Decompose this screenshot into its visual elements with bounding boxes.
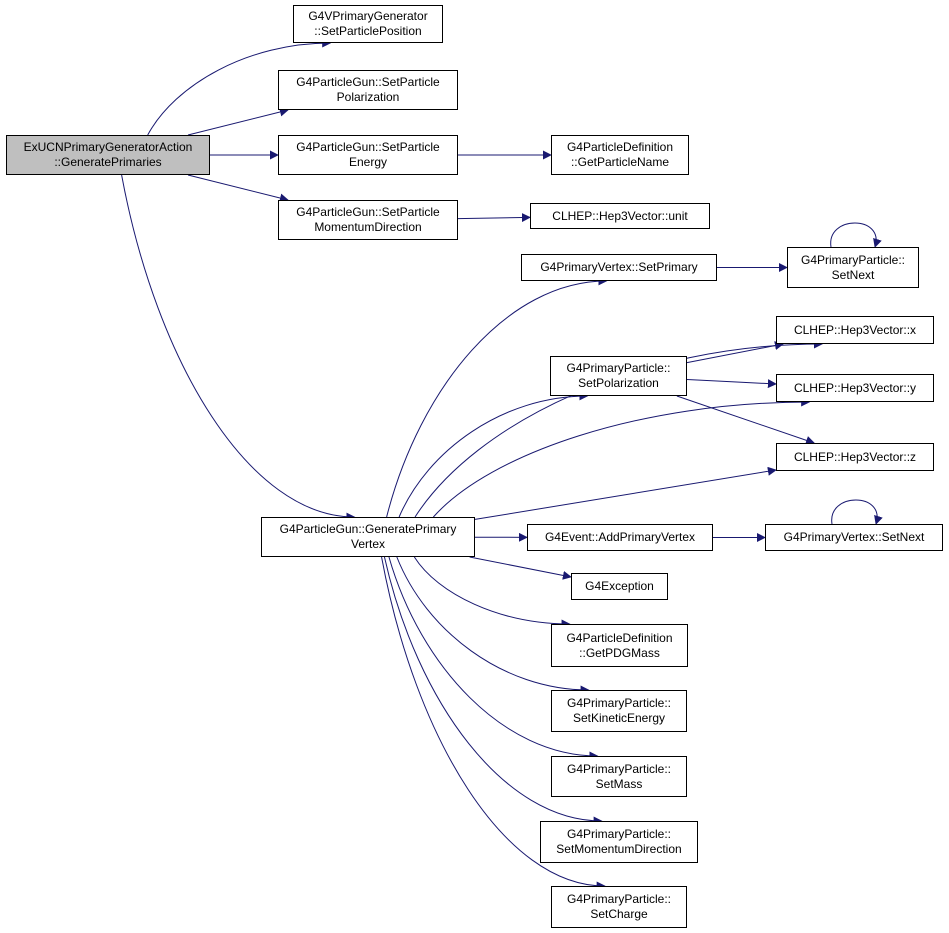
node-event-add-primary-vertex[interactable]: G4Event::AddPrimaryVertex bbox=[527, 524, 713, 551]
node-label-line2: SetMass bbox=[595, 776, 643, 791]
node-hep3vector-y[interactable]: CLHEP::Hep3Vector::y bbox=[776, 374, 934, 402]
node-label-line2: SetNext bbox=[831, 267, 875, 282]
node-set-particle-position[interactable]: G4VPrimaryGenerator ::SetParticlePositio… bbox=[293, 5, 443, 43]
node-label-line1: CLHEP::Hep3Vector::z bbox=[793, 449, 917, 464]
call-edge-genvertex-to-hy bbox=[432, 397, 811, 518]
node-label-line1: G4ParticleGun::GeneratePrimary bbox=[279, 522, 457, 536]
node-label-line1: G4VPrimaryGenerator bbox=[308, 9, 428, 23]
call-edge-genvertex-to-pdgmass bbox=[413, 556, 571, 629]
call-edge-root-to-genvertex bbox=[121, 174, 356, 522]
node-primary-particle-set-mass[interactable]: G4PrimaryParticle:: SetMass bbox=[551, 756, 687, 797]
call-edge-root-to-setpos bbox=[147, 38, 332, 136]
node-label-line1: G4ParticleGun::SetParticle bbox=[296, 205, 440, 219]
node-primary-particle-set-next[interactable]: G4PrimaryParticle:: SetNext bbox=[787, 247, 919, 288]
node-label-line2: ::GetPDGMass bbox=[579, 645, 660, 660]
node-label-line1: G4PrimaryParticle:: bbox=[800, 252, 906, 267]
node-label-line1: G4ParticleGun::SetParticle bbox=[296, 140, 440, 154]
node-label-line1: G4PrimaryParticle:: bbox=[566, 761, 672, 776]
node-label-line2: ::GeneratePrimaries bbox=[54, 155, 162, 169]
node-label-line2: Energy bbox=[348, 155, 388, 169]
node-label-line1: G4PrimaryVertex::SetNext bbox=[783, 530, 925, 544]
node-primary-vertex-set-primary[interactable]: G4PrimaryVertex::SetPrimary bbox=[521, 254, 717, 281]
node-label-line1: G4ParticleGun::SetParticle bbox=[296, 75, 440, 89]
node-hep3vector-z[interactable]: CLHEP::Hep3Vector::z bbox=[776, 443, 934, 471]
call-edge-genvertex-to-ppsetcharge bbox=[381, 556, 606, 891]
call-edge-genvertex-to-ppsetmomdir bbox=[383, 556, 603, 826]
call-edge-pvsetnext-to-pvsetnext bbox=[831, 499, 883, 525]
call-edge-genvertex-to-hz bbox=[474, 466, 777, 520]
node-generate-primary-vertex[interactable]: G4ParticleGun::GeneratePrimary Vertex bbox=[261, 517, 475, 557]
node-label-line1: CLHEP::Hep3Vector::y bbox=[793, 380, 917, 395]
node-set-particle-energy[interactable]: G4ParticleGun::SetParticle Energy bbox=[278, 135, 458, 175]
node-label-line1: G4PrimaryParticle:: bbox=[566, 827, 672, 841]
node-get-pdg-mass[interactable]: G4ParticleDefinition ::GetPDGMass bbox=[551, 624, 688, 667]
call-edge-genvertex-to-ppsetkin bbox=[396, 556, 590, 695]
node-primary-particle-set-charge[interactable]: G4PrimaryParticle:: SetCharge bbox=[551, 886, 687, 928]
node-get-particle-name[interactable]: G4ParticleDefinition ::GetParticleName bbox=[551, 135, 689, 175]
node-exucn-generate-primaries: ExUCNPrimaryGeneratorAction ::GeneratePr… bbox=[6, 135, 210, 175]
node-label-line2: SetMomentumDirection bbox=[556, 842, 682, 856]
call-edge-ppsetpol-to-hx bbox=[686, 341, 784, 364]
node-label-line2: Polarization bbox=[336, 90, 400, 104]
node-label-line1: G4PrimaryParticle:: bbox=[566, 892, 672, 906]
node-label-line2: ::GetParticleName bbox=[570, 155, 670, 169]
node-label-line1: G4PrimaryParticle:: bbox=[566, 696, 672, 710]
call-edge-genvertex-to-ppsetpol bbox=[398, 391, 589, 518]
node-g4exception[interactable]: G4Exception bbox=[571, 573, 668, 600]
call-edge-genvertex-to-exception bbox=[469, 556, 572, 580]
node-label-line2: SetKineticEnergy bbox=[572, 711, 666, 725]
node-label-line2: ::SetParticlePosition bbox=[314, 24, 422, 38]
node-label-line2: Vertex bbox=[350, 537, 386, 551]
node-label-line2: SetCharge bbox=[590, 907, 648, 921]
node-label-line1: G4PrimaryVertex::SetPrimary bbox=[540, 260, 698, 274]
node-label-line1: ExUCNPrimaryGeneratorAction bbox=[23, 140, 193, 154]
node-primary-particle-set-kinetic-energy[interactable]: G4PrimaryParticle:: SetKineticEnergy bbox=[551, 690, 687, 732]
node-primary-particle-set-polarization[interactable]: G4PrimaryParticle:: SetPolarization bbox=[550, 356, 687, 396]
node-hep3vector-unit[interactable]: CLHEP::Hep3Vector::unit bbox=[530, 203, 710, 229]
node-label-line1: G4ParticleDefinition bbox=[566, 630, 673, 645]
call-edge-root-to-setmomdir bbox=[187, 174, 289, 203]
call-edge-ppsetpol-to-hy bbox=[686, 378, 777, 389]
node-primary-particle-set-momentum-direction[interactable]: G4PrimaryParticle:: SetMomentumDirection bbox=[540, 821, 698, 863]
call-edge-root-to-setpol bbox=[187, 107, 289, 136]
node-primary-vertex-set-next[interactable]: G4PrimaryVertex::SetNext bbox=[765, 524, 943, 551]
node-label-line2: SetPolarization bbox=[578, 376, 659, 390]
call-edge-setmomdir-to-unit bbox=[457, 213, 531, 223]
node-label-line1: CLHEP::Hep3Vector::unit bbox=[552, 208, 688, 223]
node-hep3vector-x[interactable]: CLHEP::Hep3Vector::x bbox=[776, 316, 934, 344]
node-label-line1: CLHEP::Hep3Vector::x bbox=[793, 322, 917, 337]
call-edge-genvertex-to-setprimary bbox=[386, 276, 608, 518]
node-label-line1: G4Event::AddPrimaryVertex bbox=[544, 530, 696, 544]
node-set-particle-momentum-direction[interactable]: G4ParticleGun::SetParticle MomentumDirec… bbox=[278, 200, 458, 240]
call-edge-genvertex-to-ppsetmass bbox=[388, 556, 599, 761]
node-label-line1: G4Exception bbox=[585, 579, 654, 593]
node-set-particle-polarization[interactable]: G4ParticleGun::SetParticle Polarization bbox=[278, 70, 458, 110]
node-label-line1: G4PrimaryParticle:: bbox=[566, 361, 671, 375]
call-edge-ppsetpol-to-hz bbox=[676, 395, 815, 445]
call-edge-ppsetnext-to-ppsetnext bbox=[830, 222, 882, 248]
node-label-line2: MomentumDirection bbox=[314, 220, 422, 234]
node-label-line1: G4ParticleDefinition bbox=[566, 140, 674, 154]
